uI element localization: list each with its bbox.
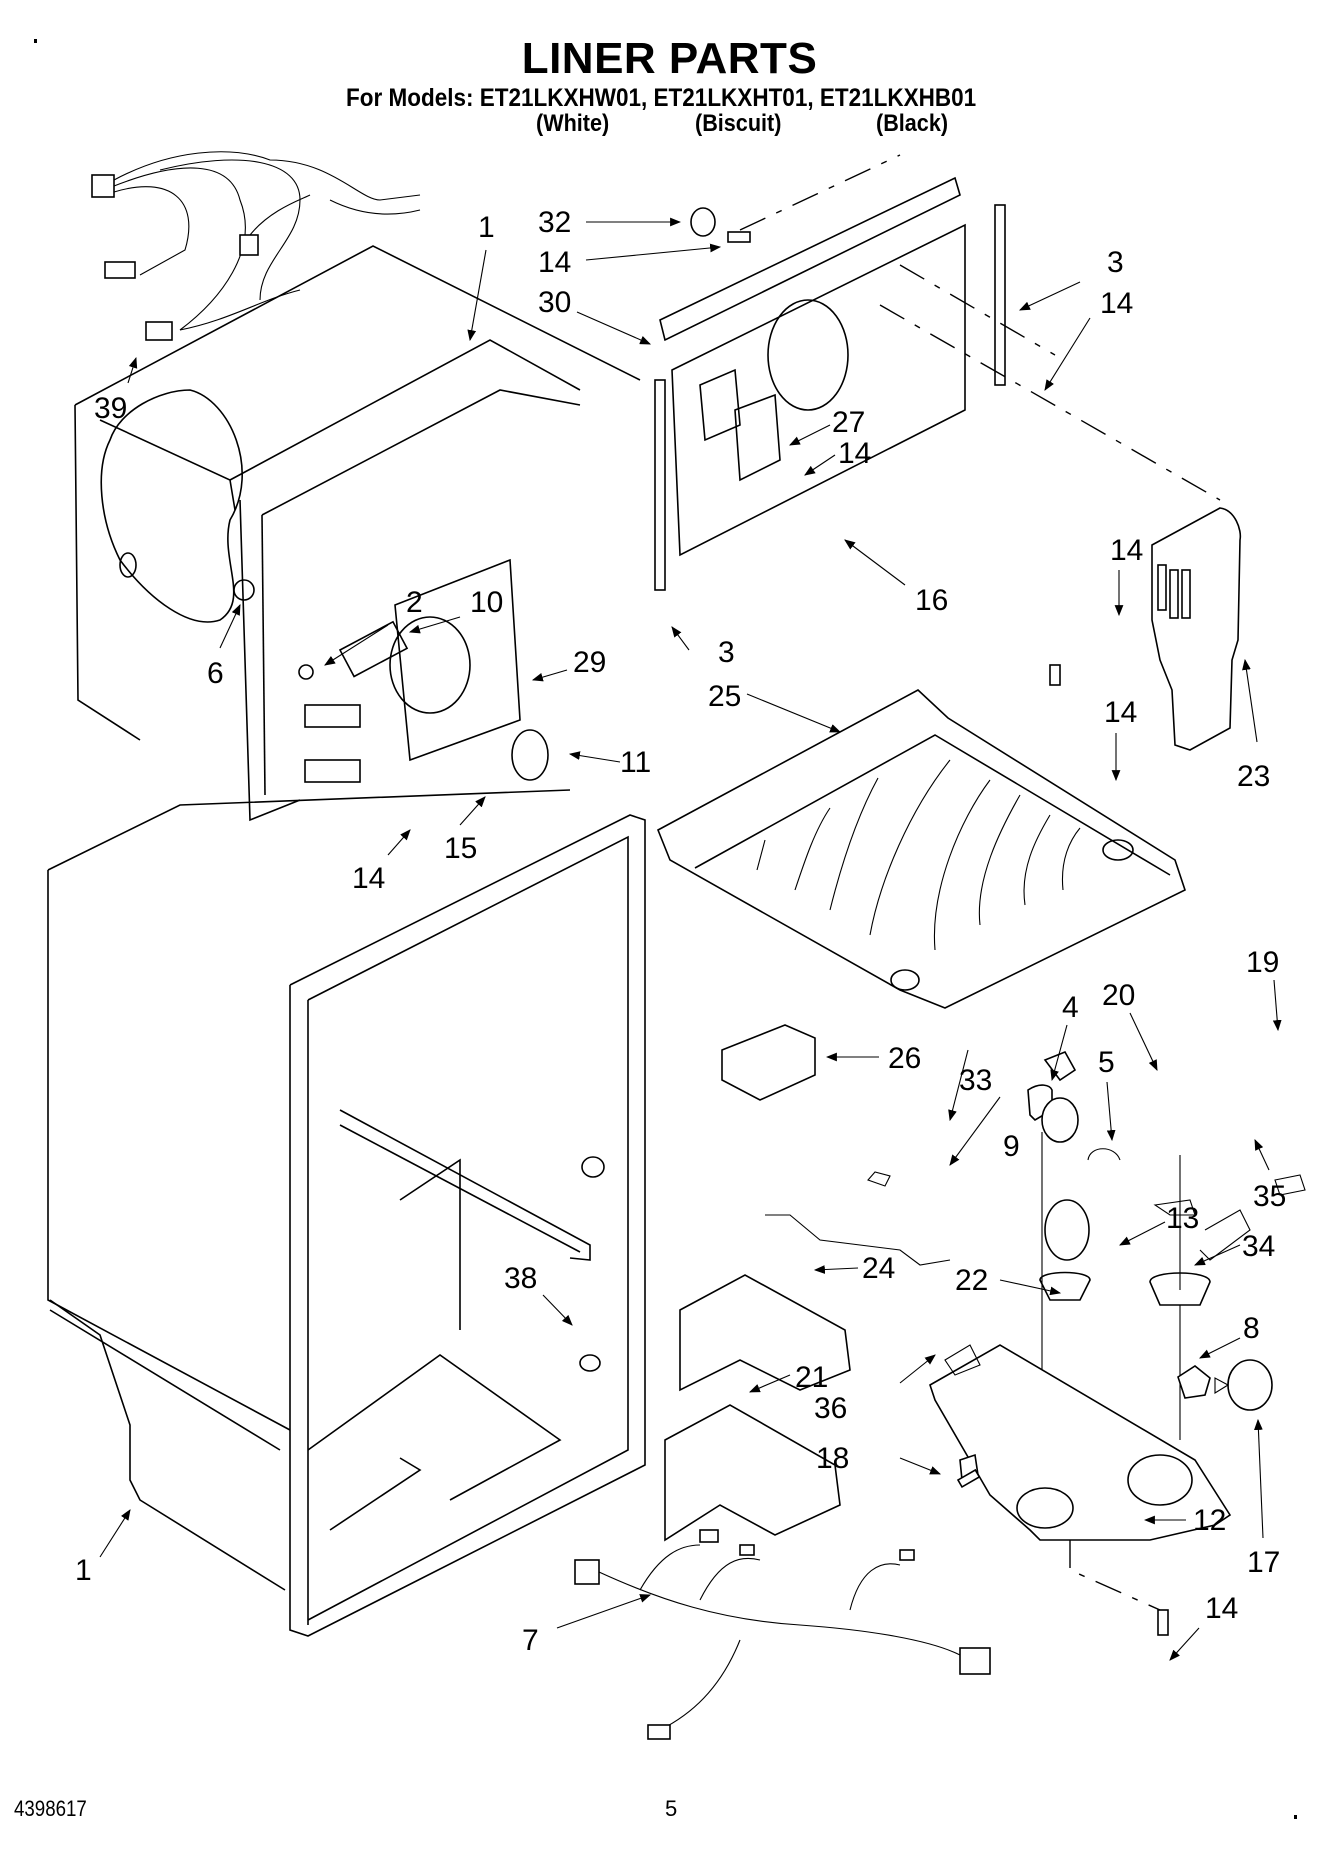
callout-14: 14 — [1110, 534, 1143, 567]
callout-17: 17 — [1247, 1546, 1280, 1579]
callout-13: 13 — [1166, 1202, 1199, 1235]
crisper-covers — [664, 1274, 851, 1542]
evaporator-pan — [656, 689, 1186, 1009]
callout-25: 25 — [708, 680, 741, 713]
page-number: 5 — [665, 1796, 678, 1821]
callout-1: 1 — [75, 1554, 92, 1587]
callout-39: 39 — [94, 392, 127, 425]
callout-3: 3 — [718, 636, 735, 669]
callout-14: 14 — [838, 437, 871, 470]
callout-27: 27 — [832, 406, 865, 439]
models-line: For Models: ET21LKXHW01, ET21LKXHT01, ET… — [346, 84, 977, 112]
callout-34: 34 — [1242, 1230, 1275, 1263]
variant-white: (White) — [536, 110, 610, 137]
callout-14: 14 — [1104, 696, 1137, 729]
callout-14: 14 — [352, 862, 385, 895]
wire-harness-lower — [574, 1529, 991, 1740]
callout-2: 2 — [406, 586, 423, 619]
callout-labels: 1 39 32 14 30 3 14 27 14 16 14 23 2 10 2… — [75, 206, 1286, 1657]
callout-11: 11 — [620, 746, 651, 779]
callout-30: 30 — [538, 286, 571, 319]
callout-18: 18 — [816, 1442, 849, 1475]
callout-33: 33 — [959, 1064, 992, 1097]
screw-part — [1157, 1609, 1169, 1636]
callout-22: 22 — [955, 1264, 988, 1297]
fresh-food-liner — [47, 789, 646, 1637]
callout-3: 3 — [1107, 246, 1124, 279]
screw-part — [1049, 664, 1061, 686]
callout-5: 5 — [1098, 1046, 1115, 1079]
page-title: LINER PARTS — [521, 34, 818, 83]
callout-20: 20 — [1102, 979, 1135, 1012]
callout-35: 35 — [1253, 1180, 1286, 1213]
control-parts — [721, 1024, 1306, 1440]
callout-1: 1 — [478, 211, 495, 244]
dash-line — [1069, 1540, 1161, 1611]
callout-15: 15 — [444, 832, 477, 865]
callout-16: 16 — [915, 584, 948, 617]
callout-29: 29 — [573, 646, 606, 679]
callout-14: 14 — [1205, 1592, 1238, 1625]
screw-part — [727, 231, 751, 243]
callout-23: 23 — [1237, 760, 1270, 793]
callout-8: 8 — [1243, 1312, 1260, 1345]
callout-14: 14 — [538, 246, 571, 279]
wire-harness-upper — [91, 151, 421, 341]
callout-10: 10 — [470, 586, 503, 619]
callout-6: 6 — [207, 657, 224, 690]
callout-36: 36 — [814, 1392, 847, 1425]
callout-38: 38 — [504, 1262, 537, 1295]
lower-control-housing — [929, 1344, 1273, 1541]
callout-24: 24 — [862, 1252, 895, 1285]
plug-part — [581, 1156, 605, 1178]
scan-speck — [34, 39, 37, 43]
callout-7: 7 — [522, 1624, 539, 1657]
variant-biscuit: (Biscuit) — [695, 110, 782, 137]
callout-26: 26 — [888, 1042, 921, 1075]
callout-14: 14 — [1100, 287, 1133, 320]
callout-21: 21 — [795, 1361, 828, 1394]
air-duct — [1151, 507, 1242, 751]
callout-12: 12 — [1193, 1504, 1226, 1537]
callout-4: 4 — [1062, 991, 1079, 1024]
callout-9: 9 — [1003, 1130, 1020, 1163]
evaporator-cover — [654, 154, 1221, 591]
callout-32: 32 — [538, 206, 571, 239]
pin-part — [956, 1468, 981, 1489]
freezer-liner — [74, 245, 641, 822]
spacer-part — [690, 207, 716, 237]
variant-black: (Black) — [876, 110, 949, 137]
fan-assembly — [233, 558, 549, 783]
callout-19: 19 — [1246, 946, 1279, 979]
document-number: 4398617 — [14, 1796, 87, 1821]
leader-arrows — [99, 217, 1282, 1661]
scan-speck — [1294, 1815, 1297, 1819]
